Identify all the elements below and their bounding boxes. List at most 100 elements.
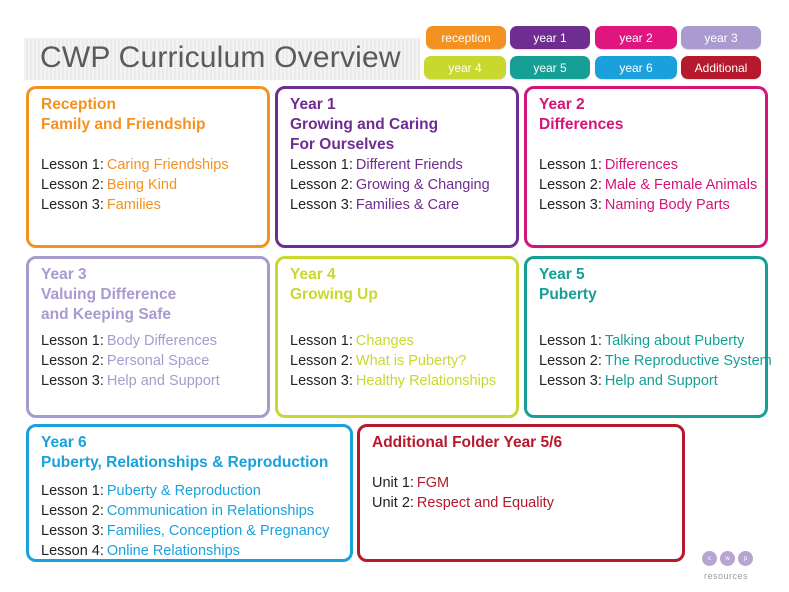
lesson-item[interactable]: Lesson 3:Families & Care — [290, 195, 490, 215]
logo-dot-w: w — [720, 551, 735, 566]
lesson-topic: Changes — [355, 333, 414, 349]
lesson-item[interactable]: Unit 1:FGM — [372, 473, 554, 493]
card-title: Additional Folder Year 5/6 — [372, 434, 563, 451]
lesson-item[interactable]: Lesson 3:Help and Support — [41, 371, 220, 391]
lesson-topic: Families, Conception & Pregnancy — [106, 523, 330, 539]
lesson-number: Lesson 1: — [41, 157, 104, 173]
lesson-item[interactable]: Lesson 2:Communication in Relationships — [41, 501, 329, 521]
lesson-number: Lesson 3: — [290, 373, 353, 389]
lesson-topic: Male & Female Animals — [604, 177, 758, 193]
lesson-topic: Different Friends — [355, 157, 463, 173]
lesson-item[interactable]: Lesson 3:Naming Body Parts — [539, 195, 757, 215]
cwp-resources-logo: c w p resources — [696, 551, 760, 585]
card-subtitle: Puberty, Relationships & Reproduction — [41, 454, 329, 471]
lesson-topic: Families & Care — [355, 197, 460, 213]
lesson-item[interactable]: Lesson 3:Families, Conception & Pregnanc… — [41, 521, 329, 541]
lesson-item[interactable]: Lesson 2:The Reproductive System — [539, 351, 772, 371]
card-subtitle: Growing and Caring — [290, 116, 439, 133]
nav-button-year-6[interactable]: year 6 — [595, 56, 677, 79]
card-title: Year 1 — [290, 96, 336, 113]
card-title: Year 3 — [41, 266, 87, 283]
nav-button-reception[interactable]: reception — [426, 26, 506, 49]
nav-button-year-4[interactable]: year 4 — [424, 56, 506, 79]
card-subtitle: Valuing Difference — [41, 286, 177, 303]
lesson-number: Unit 2: — [372, 495, 414, 511]
lesson-topic: Body Differences — [106, 333, 218, 349]
lesson-item[interactable]: Lesson 1:Talking about Puberty — [539, 331, 772, 351]
lesson-topic: Healthy Relationships — [355, 373, 497, 389]
lesson-topic: Caring Friendships — [106, 157, 229, 173]
lesson-topic: Personal Space — [106, 353, 210, 369]
lesson-item[interactable]: Lesson 1:Puberty & Reproduction — [41, 481, 329, 501]
lesson-item[interactable]: Lesson 4:Online Relationships — [41, 541, 329, 561]
lesson-item[interactable]: Lesson 1:Body Differences — [41, 331, 220, 351]
lesson-topic: Growing & Changing — [355, 177, 490, 193]
lesson-item[interactable]: Lesson 1:Caring Friendships — [41, 155, 229, 175]
nav-button-year-1[interactable]: year 1 — [510, 26, 590, 49]
lesson-item[interactable]: Lesson 3:Help and Support — [539, 371, 772, 391]
lesson-item[interactable]: Lesson 1:Changes — [290, 331, 496, 351]
lesson-number: Lesson 1: — [41, 483, 104, 499]
lesson-item[interactable]: Lesson 1:Differences — [539, 155, 757, 175]
lesson-number: Lesson 1: — [290, 157, 353, 173]
lesson-item[interactable]: Lesson 2:Male & Female Animals — [539, 175, 757, 195]
nav-button-year-2[interactable]: year 2 — [595, 26, 677, 49]
lesson-topic: Being Kind — [106, 177, 178, 193]
title-bar — [24, 38, 420, 80]
lesson-item[interactable]: Lesson 3:Healthy Relationships — [290, 371, 496, 391]
card-subtitle: Growing Up — [290, 286, 378, 303]
lesson-number: Lesson 2: — [41, 503, 104, 519]
lesson-number: Lesson 1: — [290, 333, 353, 349]
nav-button-year-3[interactable]: year 3 — [681, 26, 761, 49]
card-subtitle: Differences — [539, 116, 624, 133]
lesson-item[interactable]: Lesson 2:Being Kind — [41, 175, 229, 195]
lesson-number: Lesson 2: — [539, 177, 602, 193]
nav-button-year-5[interactable]: year 5 — [510, 56, 590, 79]
lesson-topic: Differences — [604, 157, 678, 173]
card-title: Year 5 — [539, 266, 585, 283]
lesson-item[interactable]: Lesson 2:Personal Space — [41, 351, 220, 371]
lesson-number: Lesson 3: — [539, 373, 602, 389]
lesson-number: Lesson 1: — [539, 333, 602, 349]
lesson-item[interactable]: Lesson 2:Growing & Changing — [290, 175, 490, 195]
lesson-topic: Help and Support — [604, 373, 718, 389]
lesson-item[interactable]: Lesson 1:Different Friends — [290, 155, 490, 175]
lesson-item[interactable]: Unit 2:Respect and Equality — [372, 493, 554, 513]
logo-word: resources — [704, 571, 749, 581]
page-title: CWP Curriculum Overview — [40, 41, 401, 74]
nav-button-additional[interactable]: Additional — [681, 56, 761, 79]
lesson-topic: Puberty & Reproduction — [106, 483, 261, 499]
lesson-number: Lesson 1: — [41, 333, 104, 349]
lesson-topic: Communication in Relationships — [106, 503, 315, 519]
lesson-number: Lesson 3: — [539, 197, 602, 213]
lesson-number: Lesson 4: — [41, 543, 104, 559]
lesson-item[interactable]: Lesson 3:Families — [41, 195, 229, 215]
lesson-number: Lesson 3: — [41, 197, 104, 213]
lesson-number: Lesson 2: — [539, 353, 602, 369]
lesson-topic: Respect and Equality — [416, 495, 554, 511]
lesson-item[interactable]: Lesson 2:What is Puberty? — [290, 351, 496, 371]
card-title: Reception — [41, 96, 116, 113]
lesson-number: Lesson 2: — [41, 353, 104, 369]
lesson-number: Lesson 2: — [290, 353, 353, 369]
logo-dot-c: c — [702, 551, 717, 566]
lesson-topic: FGM — [416, 475, 450, 491]
